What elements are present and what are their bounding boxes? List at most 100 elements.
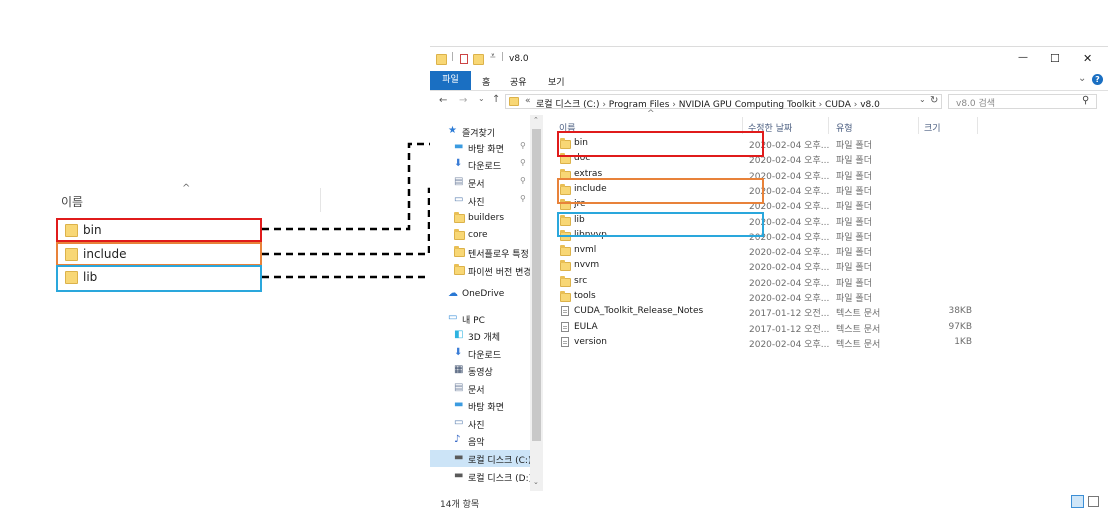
- pin-icon[interactable]: ⚲: [520, 176, 526, 185]
- scroll-down-icon[interactable]: ⌄: [533, 478, 539, 486]
- highlight-lib: [557, 212, 764, 237]
- qat-dropdown-icon[interactable]: ⩡: [490, 51, 496, 62]
- crumb-item[interactable]: 로컬 디스크 (C:): [536, 100, 600, 110]
- nav-pc-item[interactable]: ▬로컬 디스크 (D:): [430, 468, 532, 485]
- nav-pc-item[interactable]: ▤문서: [430, 380, 530, 397]
- folder-icon: [65, 271, 78, 284]
- nav-pc-item[interactable]: ⬇다운로드: [430, 345, 530, 362]
- pin-icon[interactable]: ⚲: [520, 194, 526, 203]
- nav-quick-access[interactable]: ★즐겨찾기: [430, 123, 530, 140]
- left-name-header[interactable]: 이름: [61, 195, 84, 209]
- new-folder-icon[interactable]: [473, 54, 484, 65]
- nav-item-label: OneDrive: [462, 289, 505, 299]
- up-button[interactable]: ↑: [492, 94, 501, 105]
- od-icon: ☁: [448, 288, 458, 299]
- details-view-icon[interactable]: [1071, 495, 1084, 508]
- left-item-label: include: [83, 247, 127, 261]
- nav-pc-item[interactable]: ▬로컬 디스크 (C:): [430, 450, 531, 467]
- address-dropdown[interactable]: ⌄: [919, 95, 926, 104]
- left-item-lib[interactable]: lib: [56, 265, 262, 292]
- file-type: 파일 폴더: [836, 232, 872, 243]
- ribbon-expand-icon[interactable]: ⌄: [1078, 73, 1087, 84]
- nav-pc-item[interactable]: ▭사진: [430, 415, 530, 432]
- file-type: 텍스트 문서: [836, 309, 881, 320]
- column-date[interactable]: 수정한 날짜: [748, 124, 793, 134]
- nav-this-pc[interactable]: ▭내 PC: [430, 310, 530, 327]
- folder-icon: [560, 291, 571, 302]
- nav-quick-item[interactable]: 텐서플로우 특정: [430, 244, 530, 261]
- nav-quick-item[interactable]: builders: [430, 210, 530, 227]
- search-input[interactable]: v8.0 검색: [956, 99, 996, 109]
- file-size: 1KB: [954, 336, 972, 347]
- crumb-separator-icon[interactable]: ›: [815, 100, 826, 110]
- close-button[interactable]: ✕: [1083, 52, 1093, 65]
- tab-home[interactable]: 홈: [482, 78, 491, 88]
- forward-button[interactable]: →: [459, 95, 468, 106]
- nav-quick-item[interactable]: ⬇다운로드⚲: [430, 156, 530, 173]
- maximize-button[interactable]: ☐: [1050, 52, 1060, 65]
- scroll-thumb[interactable]: [532, 129, 541, 441]
- crumb-item[interactable]: NVIDIA GPU Computing Toolkit: [678, 100, 816, 110]
- left-item-bin[interactable]: bin: [56, 218, 262, 242]
- file-type: 파일 폴더: [836, 217, 872, 228]
- nav-pc-item[interactable]: ▦동영상: [430, 362, 530, 379]
- nav-quick-item[interactable]: 파이썬 버전 변경: [430, 262, 532, 279]
- crumb-item[interactable]: CUDA: [825, 100, 851, 110]
- dl-icon: ⬇: [454, 347, 463, 358]
- address-prefix[interactable]: «: [525, 96, 531, 106]
- address-box[interactable]: « 로컬 디스크 (C:) › Program Files › NVIDIA G…: [505, 94, 942, 110]
- nav-quick-item[interactable]: ▭사진⚲: [430, 192, 530, 209]
- help-icon[interactable]: ?: [1092, 74, 1103, 85]
- file-type: 텍스트 문서: [836, 339, 881, 350]
- nav-item-label: 사진: [468, 198, 485, 208]
- pc-icon: ▭: [448, 312, 458, 323]
- nav-onedrive[interactable]: ☁ OneDrive: [430, 286, 530, 303]
- large-icons-view-icon[interactable]: [1088, 496, 1099, 507]
- column-name[interactable]: 이름: [559, 124, 576, 134]
- nav-pc-item[interactable]: ♪음악: [430, 432, 530, 449]
- refresh-button[interactable]: ↻: [930, 95, 939, 106]
- minimize-button[interactable]: —: [1018, 52, 1028, 63]
- file-type: 파일 폴더: [836, 141, 872, 151]
- title-separator-2: |: [501, 52, 505, 62]
- nav-quick-item[interactable]: ▬바탕 화면⚲: [430, 139, 530, 156]
- column-type[interactable]: 유형: [836, 124, 853, 134]
- folder-icon: [560, 199, 571, 211]
- recent-dropdown[interactable]: ⌄: [478, 94, 485, 103]
- tab-share[interactable]: 공유: [510, 78, 527, 88]
- nav-pc-item[interactable]: ◧3D 개체: [430, 327, 530, 344]
- tab-view[interactable]: 보기: [548, 78, 565, 88]
- crumb-separator-icon[interactable]: ›: [850, 100, 861, 110]
- tab-file[interactable]: 파일: [430, 71, 471, 90]
- nav-quick-item[interactable]: ▤문서⚲: [430, 174, 530, 191]
- pin-icon[interactable]: ⚲: [520, 158, 526, 167]
- properties-icon[interactable]: [460, 54, 468, 64]
- nav-scrollbar[interactable]: ⌃ ⌄: [530, 115, 543, 491]
- pic-icon: ▭: [454, 417, 464, 428]
- folder-icon: [65, 248, 78, 261]
- crumb-separator-icon[interactable]: ›: [599, 100, 609, 110]
- nav-quick-item[interactable]: core: [430, 227, 530, 244]
- pin-icon[interactable]: ⚲: [520, 141, 526, 150]
- scroll-up-icon[interactable]: ⌃: [533, 116, 539, 124]
- column-size[interactable]: 크기: [924, 124, 941, 134]
- nav-pc-item[interactable]: ▬바탕 화면: [430, 397, 530, 414]
- crumb-item[interactable]: Program Files: [608, 100, 670, 110]
- search-box[interactable]: v8.0 검색 ⚲: [948, 94, 1097, 109]
- back-button[interactable]: ←: [439, 95, 448, 106]
- crumb-item[interactable]: v8.0: [860, 100, 880, 110]
- crumb-separator-icon[interactable]: ›: [669, 100, 679, 110]
